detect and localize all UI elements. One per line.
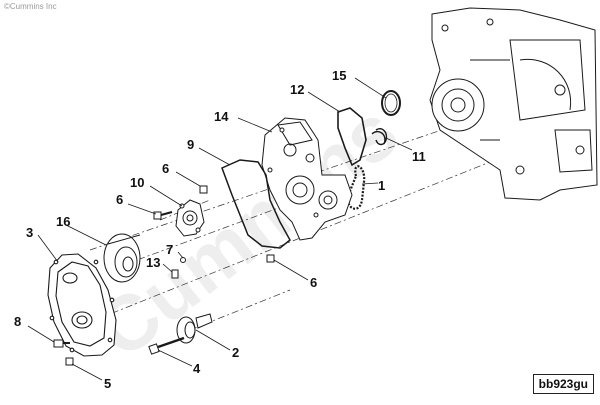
pin-part-7 (180, 257, 186, 263)
bolt-part-5 (65, 357, 74, 366)
callout-7: 7 (166, 242, 173, 257)
callout-6-upper: 6 (162, 161, 169, 176)
callout-14: 14 (214, 109, 229, 124)
callout-4: 4 (193, 361, 201, 376)
gasket-part-9 (221, 159, 291, 249)
callout-6-lower: 6 (310, 275, 317, 290)
pin-part-13 (171, 269, 179, 279)
front-cover-part-3 (47, 253, 117, 357)
o-ring-part-15 (381, 90, 401, 116)
callout-10: 10 (130, 175, 144, 190)
callout-3: 3 (26, 225, 33, 240)
callout-9: 9 (187, 137, 194, 152)
seal-part-11 (371, 128, 388, 146)
bolt-part-4 (148, 336, 185, 355)
copyright-notice: ©Cummins Inc (4, 2, 57, 11)
callout-16: 16 (56, 214, 70, 229)
callout-8: 8 (14, 314, 21, 329)
callout-12: 12 (290, 82, 304, 97)
gasket-part-12 (337, 107, 367, 167)
fasteners (53, 185, 275, 366)
callout-11: 11 (412, 149, 426, 164)
callout-2: 2 (232, 345, 239, 360)
diagram-code-label: bb923gu (532, 374, 594, 394)
bracket-part-10 (175, 199, 205, 237)
callout-5: 5 (104, 376, 111, 391)
gear-housing-part-14 (261, 117, 353, 241)
screw-part-6-left (153, 211, 173, 220)
callout-13: 13 (146, 255, 160, 270)
fitting-part-8 (53, 339, 70, 348)
idler-part-2 (176, 313, 213, 344)
callout-labels: 15 12 14 11 9 1 6 10 6 16 3 7 13 6 8 2 4… (14, 68, 426, 391)
callout-6-left: 6 (116, 192, 123, 207)
callout-leaders (27, 77, 413, 381)
engine-block (429, 7, 598, 201)
plate-part-16 (103, 233, 141, 283)
callout-1: 1 (378, 178, 385, 193)
screw-part-6-upper (199, 185, 208, 194)
callout-15: 15 (332, 68, 346, 83)
screw-part-6-lower (266, 254, 275, 263)
